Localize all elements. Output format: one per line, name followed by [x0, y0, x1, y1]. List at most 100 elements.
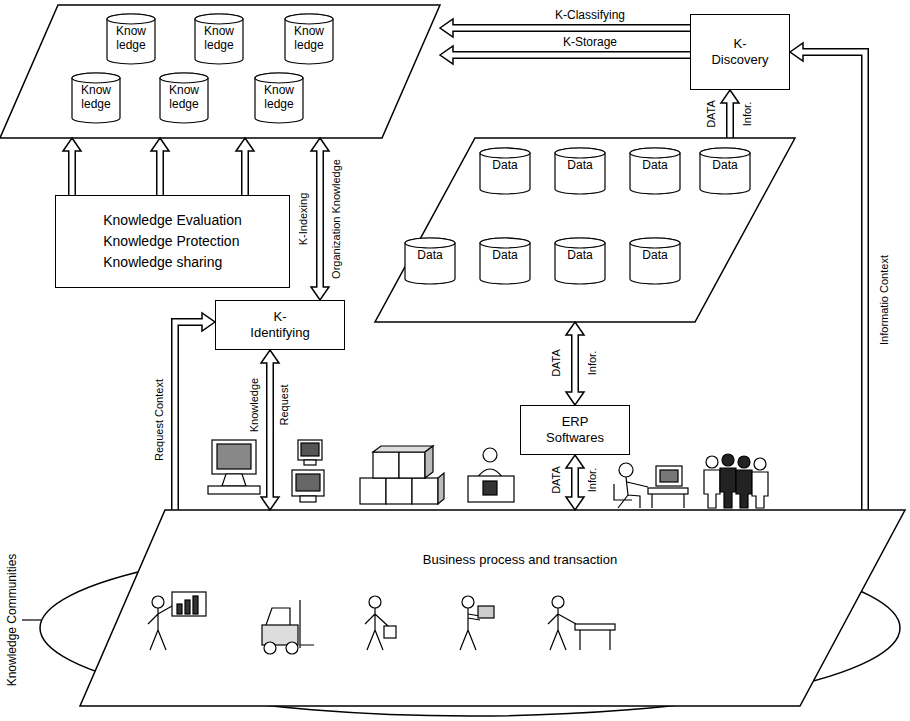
data-cylinder: Data	[700, 148, 750, 194]
connector-inner	[70, 148, 75, 195]
knowledge-cylinder: Know ledge	[285, 14, 333, 64]
data-cylinder: Data	[630, 148, 680, 194]
plane-ground	[80, 510, 905, 706]
annotation-label: Organization Knowledge	[330, 157, 343, 281]
connector-inner	[573, 465, 578, 500]
people-group	[704, 454, 768, 508]
text-holder: Data	[630, 238, 680, 263]
text-holder: Data	[480, 148, 530, 173]
business-plane: Business process and transaction	[80, 510, 905, 706]
knowledge-cylinder: Know ledge	[160, 73, 208, 123]
connector-inner	[268, 360, 273, 500]
node-text: Knowledge Protection	[103, 231, 242, 252]
text-holder: Know ledge	[160, 73, 208, 112]
cylinder-top	[555, 148, 605, 158]
text-holder: Know ledge	[285, 14, 333, 53]
office-worker	[614, 463, 688, 508]
leader-line	[22, 619, 41, 620]
connector	[566, 455, 584, 510]
edge-label: DATA	[705, 98, 718, 130]
cylinder-top	[630, 148, 680, 158]
text-holder: Know ledge	[255, 73, 303, 112]
node-text: Data	[557, 159, 603, 173]
cylinder-body	[405, 238, 455, 284]
data-cylinder: Data	[630, 238, 680, 284]
node-text: Knowledge Evaluation	[103, 210, 242, 231]
edge-label: Request Context	[153, 377, 166, 463]
knowledge-process-box: Knowledge EvaluationKnowledge Protection…	[55, 195, 290, 288]
connector-inner	[243, 148, 248, 195]
plane-outline	[80, 510, 905, 706]
edge-label: K-Storage	[561, 35, 619, 49]
connector	[311, 138, 329, 300]
connector-inner	[800, 52, 865, 510]
cylinder-body	[160, 73, 208, 123]
text-holder: Data	[405, 238, 455, 263]
text-holder: K- Identifying	[247, 309, 313, 342]
node-text: Know ledge	[257, 84, 301, 112]
text-holder: ERP Softwares	[542, 414, 608, 447]
node-text: Know ledge	[74, 84, 118, 112]
cylinder-body	[700, 148, 750, 194]
text-holder: Know ledge	[195, 14, 243, 53]
edge-label: K-Classifying	[553, 8, 627, 22]
node-text: Data	[482, 159, 528, 173]
cylinder-body	[285, 14, 333, 64]
text-holder: Data	[555, 238, 605, 263]
node-text: Data	[702, 159, 748, 173]
node-text: K- Identifying	[247, 309, 313, 342]
identifying-box: K- Identifying	[215, 300, 345, 350]
knowledge-cylinder: Know ledge	[255, 73, 303, 123]
annotation-label: Infor.	[586, 466, 599, 494]
cylinder-top	[480, 148, 530, 158]
worker-with-chart	[148, 592, 206, 650]
cylinder-top	[630, 238, 680, 248]
data-cylinder: Data	[480, 148, 530, 194]
text-holder: Data	[700, 148, 750, 173]
node-text: K- Discovery	[707, 36, 773, 69]
node-text: Data	[557, 249, 603, 263]
node-text: Data	[482, 249, 528, 263]
cylinder-body	[630, 238, 680, 284]
plane-edge	[80, 510, 905, 706]
knowledge-cylinder: Know ledge	[195, 14, 243, 64]
connector-inner	[450, 53, 690, 58]
cylinder-body	[255, 73, 303, 123]
text-holder: Data	[555, 148, 605, 173]
cylinder-body	[480, 148, 530, 194]
connector-outline	[802, 52, 865, 510]
node-text: Know ledge	[162, 84, 206, 112]
cylinder-body	[107, 14, 155, 64]
annotation-label: Request	[278, 383, 291, 428]
node-text: Data	[632, 159, 678, 173]
discovery-box: K- Discovery	[690, 14, 790, 90]
clerk-at-desk	[468, 448, 514, 502]
node-text: Know ledge	[287, 25, 331, 53]
edge-label: Informatio Context	[878, 253, 891, 347]
data-store-plane: DataDataDataDataDataDataDataData	[375, 138, 795, 322]
forklift	[262, 600, 314, 654]
connector	[721, 90, 739, 138]
connector	[566, 322, 584, 405]
node-text: Know ledge	[109, 25, 153, 53]
cylinder-body	[72, 73, 120, 123]
cylinder-top	[255, 73, 303, 83]
data-cylinder: Data	[480, 238, 530, 284]
connector	[175, 313, 215, 510]
text-holder: Know ledge	[107, 14, 155, 53]
knowledge-repository-plane: Know ledgeKnow ledgeKnow ledgeKnow ledge…	[0, 5, 440, 138]
cylinder-top	[555, 238, 605, 248]
cylinder-top	[405, 238, 455, 248]
cylinder-top	[195, 14, 243, 24]
node-text: Data	[632, 249, 678, 263]
cylinder-top	[700, 148, 750, 158]
node-text: Data	[407, 249, 453, 263]
connector	[236, 138, 254, 195]
annotation-label: Knowledge Communities	[5, 552, 19, 689]
erp-box: ERP Softwares	[520, 405, 630, 455]
data-cylinder: Data	[555, 148, 605, 194]
text-holder: Know ledge	[72, 73, 120, 112]
